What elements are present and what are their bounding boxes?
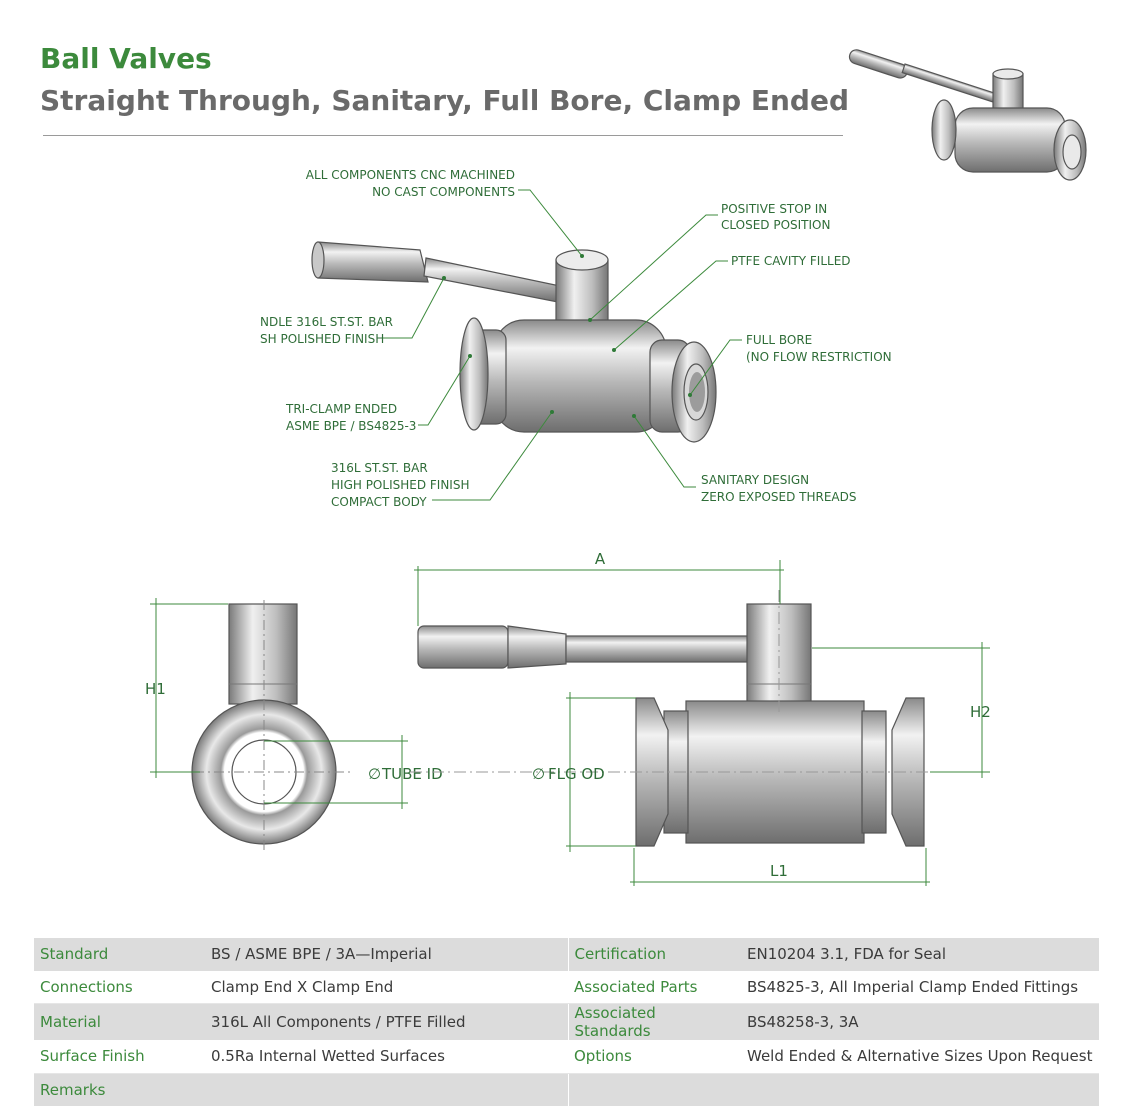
callout-triclamp-line1: TRI-CLAMP ENDED [285, 402, 397, 416]
callout-body-line1: 316L ST.ST. BAR [331, 461, 428, 475]
spec-key: Surface Finish [34, 1040, 205, 1074]
spec-key [568, 1073, 741, 1107]
spec-key: Certification [568, 938, 741, 971]
spec-row: Connections Clamp End X Clamp End Associ… [34, 970, 1099, 1005]
title-divider [43, 135, 843, 136]
dim-l1-label: L1 [770, 862, 788, 880]
callout-body-line2: HIGH POLISHED FINISH [331, 478, 469, 492]
spec-value: Clamp End X Clamp End [205, 970, 568, 1005]
side-view-image [410, 590, 990, 847]
spec-value: 0.5Ra Internal Wetted Surfaces [205, 1040, 568, 1074]
spec-row: Surface Finish 0.5Ra Internal Wetted Sur… [34, 1040, 1099, 1074]
isometric-valve-image [311, 241, 717, 443]
callout-ptfe: PTFE CAVITY FILLED [731, 254, 851, 268]
callout-handle-line2: SH POLISHED FINISH [260, 332, 384, 346]
page-title: Ball Valves [40, 42, 212, 75]
callout-body-line3: COMPACT BODY [331, 495, 427, 509]
callout-fullbore-line2: (NO FLOW RESTRICTION [746, 350, 892, 364]
spec-value: BS48258-3, 3A [741, 1003, 1099, 1041]
dim-flg-od-diameter-symbol: ∅ [532, 765, 545, 783]
spec-row: Remarks [34, 1073, 1099, 1107]
callout-cnc-line1: ALL COMPONENTS CNC MACHINED [306, 168, 515, 182]
dim-h1-label: H1 [145, 680, 166, 698]
spec-value: BS4825-3, All Imperial Clamp Ended Fitti… [741, 970, 1099, 1005]
page-subtitle: Straight Through, Sanitary, Full Bore, C… [40, 84, 849, 117]
spec-value [741, 1073, 1099, 1107]
callout-cnc-line2: NO CAST COMPONENTS [372, 185, 515, 199]
end-view-image [174, 600, 354, 850]
thumbnail-valve-image [848, 49, 1087, 181]
spec-key: Remarks [34, 1073, 205, 1107]
callout-handle-line1: NDLE 316L ST.ST. BAR [260, 315, 393, 329]
spec-key: Connections [34, 970, 205, 1005]
side-view-dimensions [414, 560, 990, 886]
end-view-dimensions [150, 598, 408, 809]
valve-drawing: ALL COMPONENTS CNC MACHINED NO CAST COMP… [145, 49, 1087, 886]
spec-value [205, 1073, 569, 1107]
spec-table: Standard BS / ASME BPE / 3A—Imperial Cer… [34, 938, 1099, 1107]
callout-fullbore-line1: FULL BORE [746, 333, 812, 347]
spec-value: BS / ASME BPE / 3A—Imperial [205, 938, 569, 971]
dim-tube-id-diameter-symbol: ∅ [368, 765, 381, 783]
spec-key: Associated Parts [568, 970, 741, 1005]
dim-a-label: A [595, 550, 606, 568]
spec-value: EN10204 3.1, FDA for Seal [741, 938, 1099, 971]
spec-key: Standard [34, 938, 205, 971]
spec-key: Options [568, 1040, 741, 1074]
callout-leaders [382, 189, 742, 501]
dim-h2-label: H2 [970, 703, 991, 721]
spec-row: Material 316L All Components / PTFE Fill… [34, 1003, 1099, 1041]
callout-stop-line2: CLOSED POSITION [721, 218, 830, 232]
spec-value: 316L All Components / PTFE Filled [205, 1003, 569, 1041]
spec-value: Weld Ended & Alternative Sizes Upon Requ… [741, 1040, 1099, 1074]
callout-triclamp-line2: ASME BPE / BS4825-3 [286, 419, 416, 433]
spec-key: Associated Standards [568, 1003, 741, 1041]
callout-sanitary-line1: SANITARY DESIGN [701, 473, 809, 487]
callout-stop-line1: POSITIVE STOP IN [721, 202, 827, 216]
callout-points [442, 254, 692, 418]
dim-flg-od-label: FLG OD [548, 765, 605, 783]
spec-key: Material [34, 1003, 205, 1041]
dim-tube-id-label: TUBE ID [381, 765, 443, 783]
spec-row: Standard BS / ASME BPE / 3A—Imperial Cer… [34, 938, 1099, 971]
callout-sanitary-line2: ZERO EXPOSED THREADS [701, 490, 856, 504]
